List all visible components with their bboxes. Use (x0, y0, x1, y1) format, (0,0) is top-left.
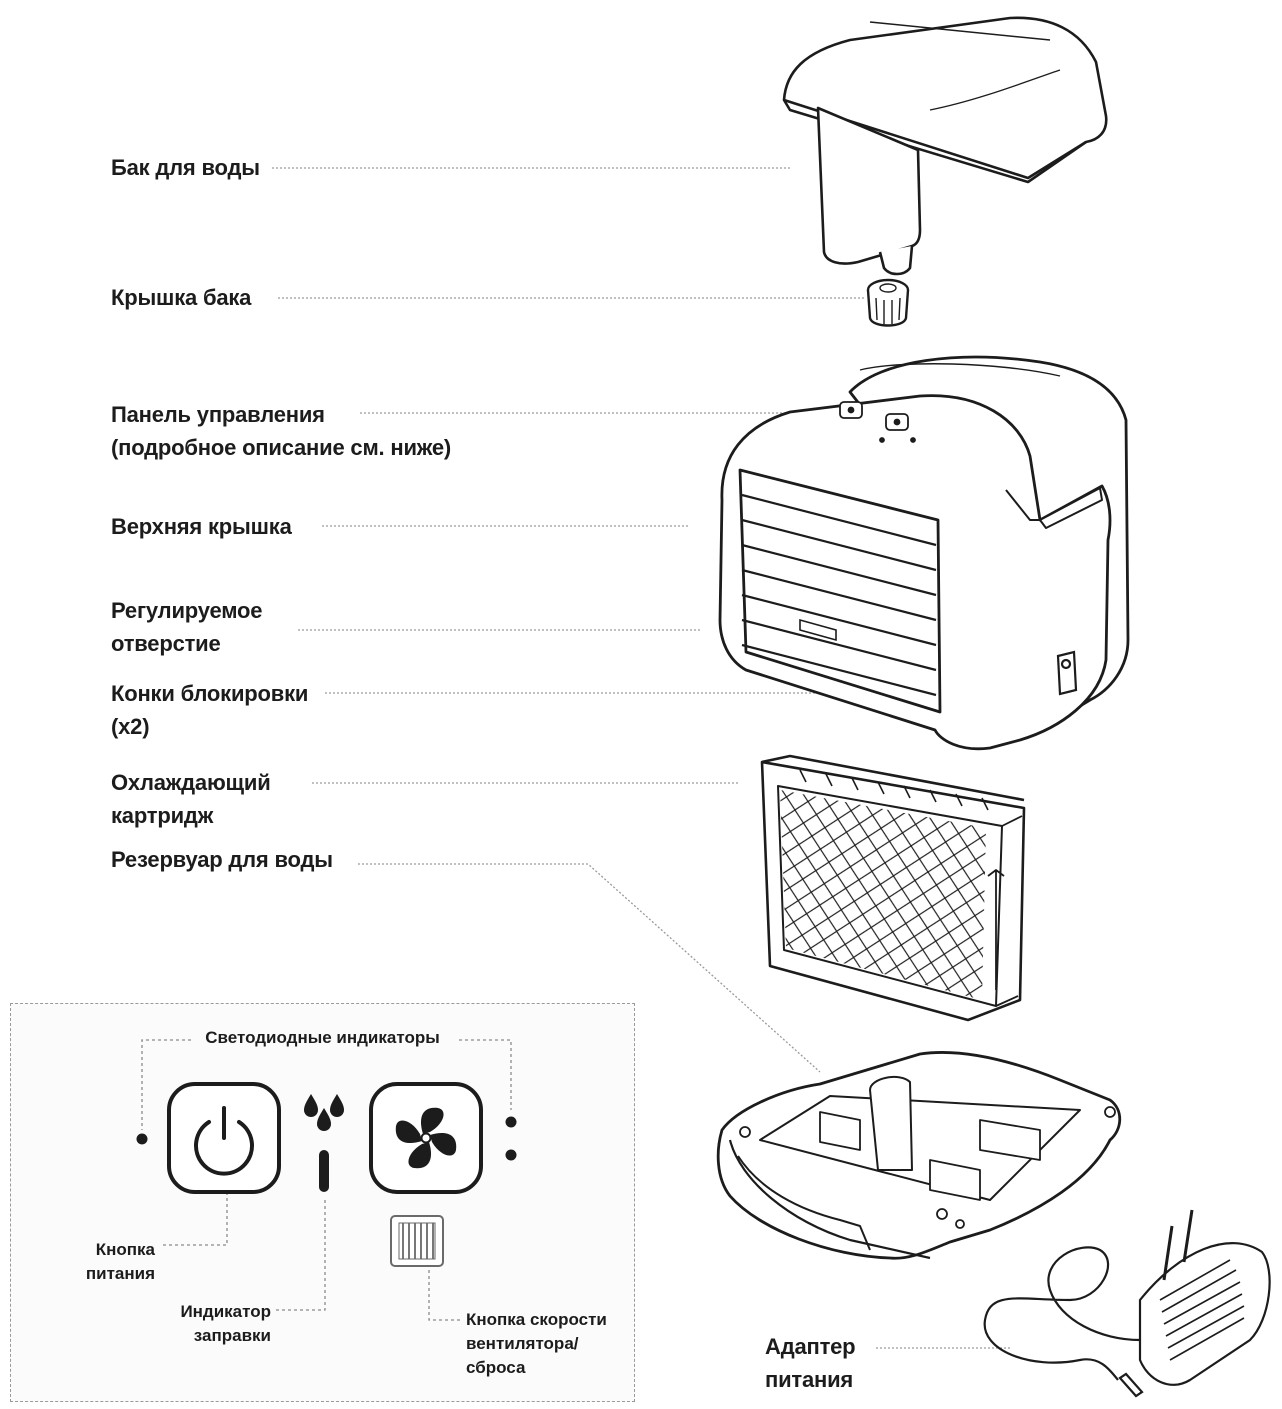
label-power-button-line-1: Кнопка (95, 1240, 155, 1259)
reservoir-screw-holes (739, 1106, 1116, 1229)
locking-tab-drawing (1056, 650, 1078, 696)
label-locking-tabs-line-2: (х2) (111, 714, 150, 739)
label-control-panel-line-1: Панель управления (111, 402, 325, 427)
power-icon (194, 1106, 254, 1176)
water-reservoir-drawing (716, 1051, 1122, 1260)
vent-louvers (741, 493, 937, 697)
label-adjustable-vent-line-1: Регулируемое (111, 598, 263, 623)
label-fan-speed-button-line-2: вентилятора/ (466, 1334, 579, 1353)
label-control-panel-line-2: (подробное описание см. ниже) (111, 435, 452, 460)
label-control-panel: Панель управления (подробное описание см… (111, 398, 451, 464)
label-refill-indicator-line-2: заправки (193, 1326, 271, 1345)
housing-control-panel (839, 401, 916, 443)
inset-leader-lines (141, 1039, 512, 1321)
led-dot-icon (505, 1149, 517, 1161)
label-cooling-cartridge: Охлаждающий картридж (111, 766, 271, 832)
label-water-bottle: Бак для воды (111, 155, 260, 180)
label-cooling-cartridge-line-1: Охлаждающий (111, 770, 271, 795)
label-top-cover: Верхняя крышка (111, 514, 292, 539)
fan-icon (395, 1107, 457, 1169)
led-dot-icon (136, 1133, 148, 1145)
label-cooling-cartridge-line-2: картридж (111, 803, 214, 828)
label-fan-speed-button-line-3: сброса (466, 1358, 526, 1377)
fan-speed-button-graphic[interactable] (369, 1082, 483, 1194)
label-power-adapter: Адаптер питания (765, 1330, 856, 1396)
power-button-graphic[interactable] (167, 1082, 281, 1194)
inset-drawing (136, 1039, 517, 1321)
label-locking-tabs-line-1: Конки блокировки (111, 681, 309, 706)
label-fan-speed-button-line-1: Кнопка скорости (466, 1310, 607, 1329)
bottle-cap-drawing (866, 278, 910, 327)
housing-drawing (718, 355, 1130, 751)
control-panel-detail-inset: Светодиодные индикаторы Кнопка питания И… (10, 1003, 635, 1402)
water-bottle-drawing (782, 16, 1108, 276)
led-dot-icon (505, 1116, 517, 1128)
label-power-button-line-2: питания (85, 1264, 155, 1283)
water-drop-icon (304, 1094, 344, 1131)
refill-indicator-bar (319, 1150, 329, 1192)
label-power-adapter-line-1: Адаптер (765, 1334, 856, 1359)
label-adjustable-vent: Регулируемое отверстие (111, 594, 262, 660)
label-water-reservoir: Резервуар для воды (111, 847, 333, 872)
reset-filter-icon (390, 1215, 444, 1267)
cartridge-top-ribs (799, 769, 989, 811)
label-bottle-cap: Крышка бака (111, 285, 252, 310)
label-locking-tabs: Конки блокировки (х2) (111, 677, 308, 743)
label-refill-indicator-line-1: Индикатор (180, 1302, 271, 1321)
label-led-indicators: Светодиодные индикаторы (205, 1028, 440, 1047)
label-refill-indicator: Индикатор заправки (151, 1300, 271, 1348)
power-adapter-drawing (983, 1209, 1271, 1398)
label-fan-speed-button: Кнопка скорости вентилятора/ сброса (466, 1308, 607, 1380)
label-adjustable-vent-line-2: отверстие (111, 631, 221, 656)
label-power-adapter-line-2: питания (765, 1367, 854, 1392)
label-power-button: Кнопка питания (51, 1238, 155, 1286)
leader-lines (272, 167, 1040, 1349)
